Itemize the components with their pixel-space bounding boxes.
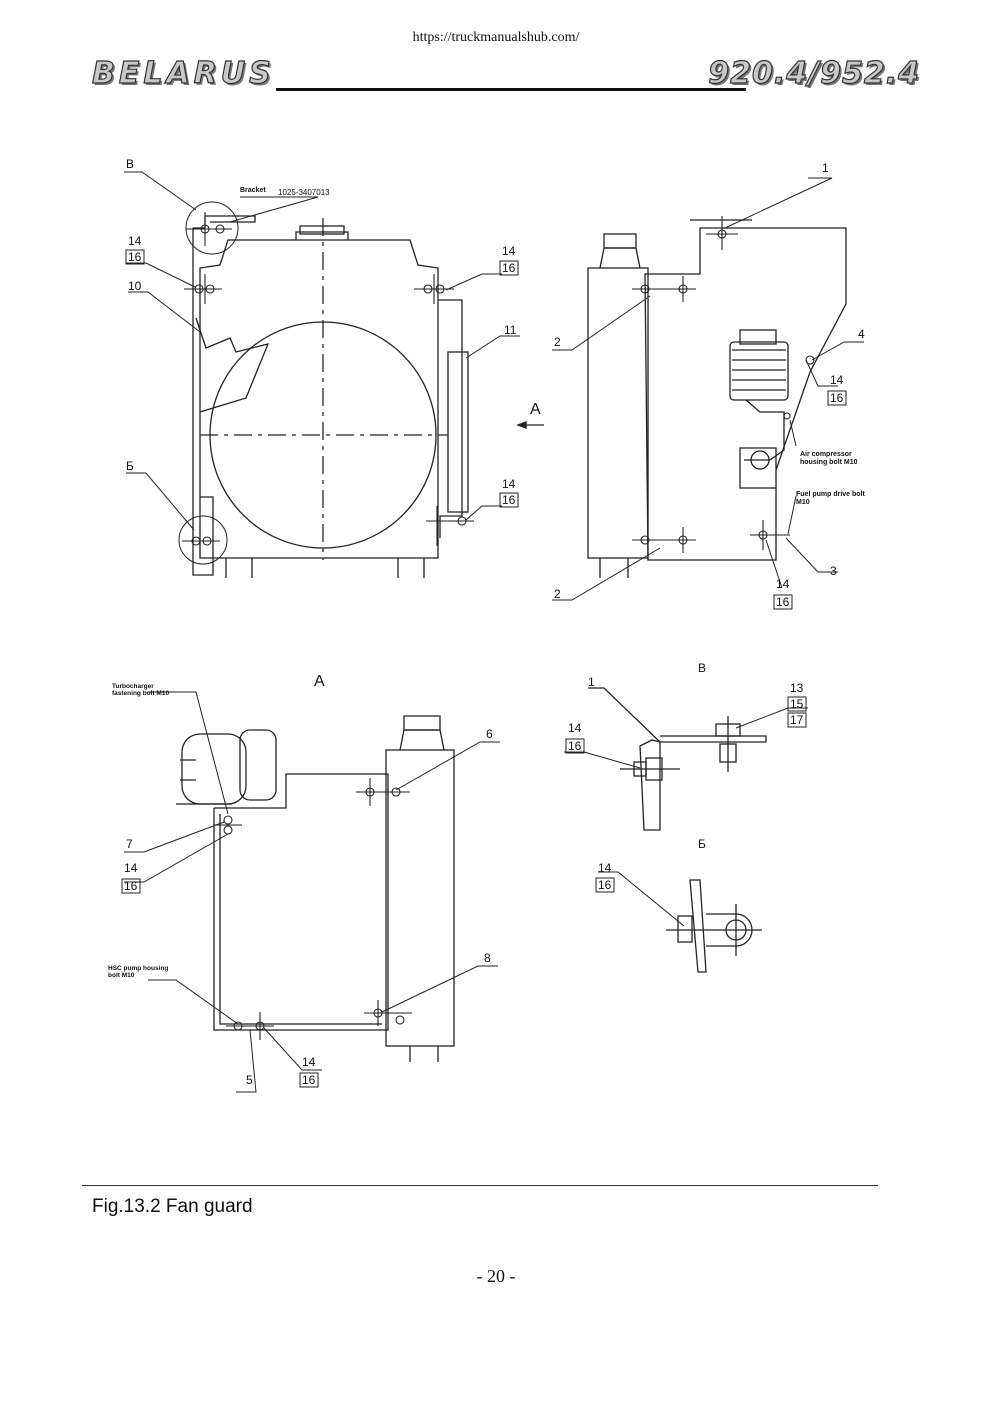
callout-14: 14	[124, 861, 138, 875]
callout-8: 8	[484, 951, 491, 965]
callout-16: 16	[830, 391, 844, 405]
callout-16: 16	[302, 1073, 316, 1087]
caption-rule	[82, 1185, 878, 1186]
callout-16: 16	[502, 261, 516, 275]
callout-14: 14	[776, 577, 790, 591]
callout-11: 11	[504, 323, 517, 337]
hsc-pump-bolt-label: bolt M10	[108, 972, 135, 979]
model-number: 920.4/952.4	[708, 55, 920, 91]
callout-1: 1	[588, 675, 595, 689]
callout-7: 7	[126, 837, 133, 851]
callout-17: 17	[790, 713, 804, 727]
detail-b2	[598, 871, 762, 973]
side-view	[552, 177, 864, 601]
detail-b-title: В	[698, 661, 706, 675]
header-rule	[276, 88, 746, 91]
turbocharger-bolt-label: fastening bolt M10	[112, 690, 169, 697]
callout-16: 16	[598, 878, 612, 892]
callout-16: 16	[568, 739, 582, 753]
callout-4: 4	[858, 327, 865, 341]
bracket-part-number: 1025-3407013	[278, 188, 330, 197]
callout-14: 14	[502, 477, 516, 491]
air-compressor-label: Air compressor	[800, 451, 852, 458]
callout-14: 14	[598, 861, 612, 875]
fuel-pump-label: Fuel pump drive bolt	[796, 491, 866, 498]
view-a-arrow-label: А	[530, 401, 541, 418]
view-b2-label: Б	[126, 459, 134, 473]
callout-15: 15	[790, 697, 804, 711]
callout-6: 6	[486, 727, 493, 741]
hsc-pump-label: HSC pump housing	[108, 965, 168, 972]
fan-guard-drawing: В Bracket 1025-3407013 14 16 10 14 16 11…	[108, 157, 866, 1093]
callout-2: 2	[554, 587, 561, 601]
source-url: https://truckmanualshub.com/	[412, 30, 580, 45]
front-view	[124, 171, 544, 578]
turbocharger-label: Turbocharger	[112, 683, 154, 690]
view-a-title: А	[314, 673, 325, 690]
air-compressor-bolt-label: housing bolt M10	[800, 459, 858, 466]
callout-1: 1	[822, 161, 829, 175]
callout-13: 13	[790, 681, 804, 695]
page-number: - 20 -	[476, 1266, 516, 1286]
callout-14: 14	[830, 373, 844, 387]
callout-16: 16	[128, 250, 142, 264]
callout-16: 16	[502, 493, 516, 507]
figure-caption: Fig.13.2 Fan guard	[92, 1196, 253, 1217]
fuel-pump-bolt-label: M10	[796, 499, 810, 506]
callout-14: 14	[128, 234, 142, 248]
callout-3: 3	[830, 564, 837, 578]
bracket-label: Bracket	[240, 187, 266, 194]
callout-14: 14	[502, 244, 516, 258]
detail-b	[564, 687, 808, 831]
callout-16: 16	[124, 879, 138, 893]
callout-14: 14	[568, 721, 582, 735]
callout-10: 10	[128, 279, 142, 293]
callout-2: 2	[554, 335, 561, 349]
view-a	[124, 691, 500, 1093]
detail-b2-title: Б	[698, 837, 706, 851]
view-b-label: В	[126, 157, 134, 171]
brand-logo: BELARUS	[91, 55, 275, 91]
callout-16: 16	[776, 595, 790, 609]
callout-5: 5	[246, 1073, 253, 1087]
callout-14: 14	[302, 1055, 316, 1069]
